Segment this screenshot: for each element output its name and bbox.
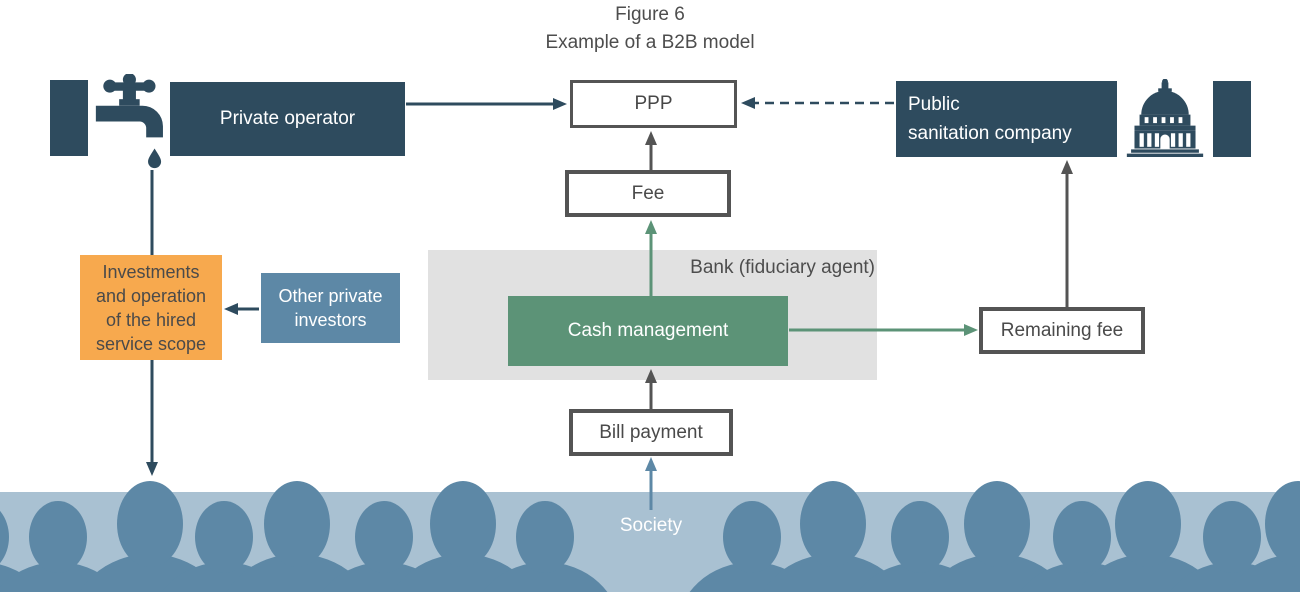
society-label: Society <box>619 515 683 536</box>
investments-line4: service scope <box>95 333 207 354</box>
other-investors-line2: investors <box>294 310 367 330</box>
investments-line1: Investments <box>102 261 200 282</box>
faucet-icon <box>95 74 163 169</box>
public-sanitation-line1: Public <box>908 94 960 115</box>
bank-label: Bank (fiduciary agent) <box>690 257 875 278</box>
node-private-operator: Private operator <box>170 82 405 156</box>
node-investments: Investments and operation of the hired s… <box>80 255 222 360</box>
right-pipe-bar <box>1213 81 1251 157</box>
remaining-fee-label: Remaining fee <box>1000 319 1124 341</box>
fee-label: Fee <box>631 182 665 204</box>
other-investors-line1: Other private <box>278 286 383 306</box>
private-operator-label: Private operator <box>219 108 356 129</box>
node-fee: Fee <box>565 170 731 217</box>
node-bill-payment: Bill payment <box>569 409 733 456</box>
public-sanitation-line2: sanitation company <box>908 123 1072 144</box>
left-pipe-bar <box>50 80 88 156</box>
crowd-silhouette-icon <box>0 481 1300 592</box>
capitol-icon <box>1126 79 1204 157</box>
investments-line3: of the hired <box>105 309 197 330</box>
cash-management-label: Cash management <box>567 320 729 341</box>
figure-number: Figure 6 <box>615 4 685 25</box>
node-ppp: PPP <box>570 80 737 128</box>
node-remaining-fee: Remaining fee <box>979 307 1145 354</box>
node-other-private-investors: Other private investors <box>261 273 400 343</box>
node-public-sanitation-company: Public sanitation company <box>896 81 1117 157</box>
node-cash-management: Cash management <box>508 296 788 366</box>
figure-title: Example of a B2B model <box>545 32 755 53</box>
bill-payment-label: Bill payment <box>599 421 703 443</box>
ppp-label: PPP <box>634 93 673 114</box>
investments-line2: and operation <box>95 285 207 306</box>
